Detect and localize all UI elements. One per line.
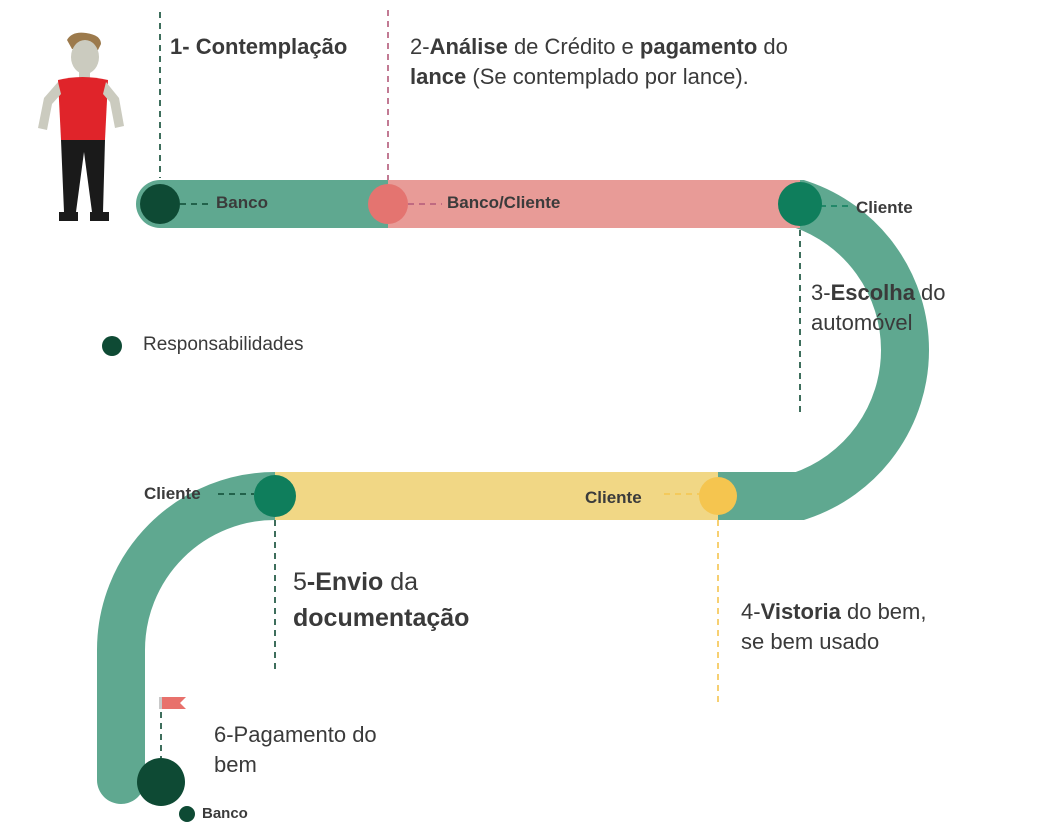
resp6-label: Banco <box>202 805 248 822</box>
node-step3 <box>778 182 822 226</box>
resp2-label: Banco/Cliente <box>447 193 561 212</box>
road-segment-green <box>97 180 929 804</box>
flag-icon <box>159 697 186 709</box>
step5-label: 5-Envio da documentação <box>293 568 470 632</box>
node-step5 <box>254 475 296 517</box>
resp5-label: Cliente <box>144 484 201 503</box>
step4-label: 4-Vistoria do bem, se bem usado <box>741 599 927 654</box>
step2-label: 2-Análise de Crédito e pagamento do lanc… <box>410 34 788 89</box>
resp3-label: Cliente <box>856 198 913 217</box>
node-step4 <box>699 477 737 515</box>
legend-dot <box>102 336 122 356</box>
resp1-label: Banco <box>216 193 268 212</box>
step1-label: 1- Contemplação <box>170 34 348 59</box>
node-step6-small <box>179 806 195 822</box>
legend-label: Responsabilidades <box>143 334 304 355</box>
node-step6 <box>137 758 185 806</box>
step3-label: 3-Escolha do automóvel <box>811 280 946 335</box>
node-step2 <box>368 184 408 224</box>
resp4-label: Cliente <box>585 488 642 507</box>
step6-label: 6-Pagamento do bem <box>214 722 377 777</box>
node-step1 <box>140 184 180 224</box>
person-figure <box>38 32 124 221</box>
